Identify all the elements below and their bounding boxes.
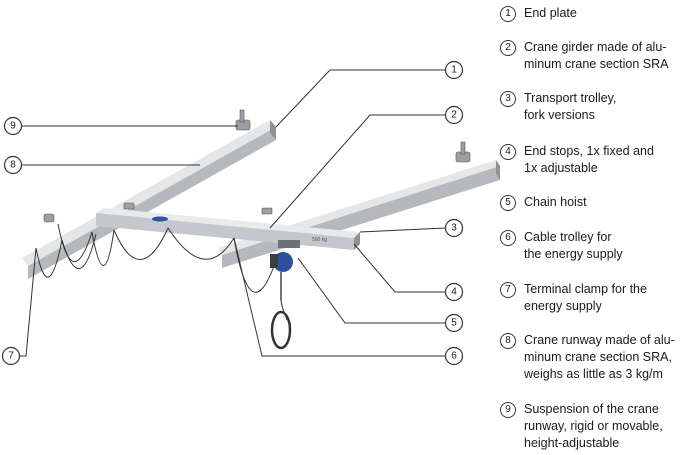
legend-item-2: 2 Crane girder made of alu- minum crane …: [500, 39, 669, 73]
svg-text:3: 3: [451, 223, 457, 234]
legend-number: 8: [500, 333, 516, 349]
legend-item-7: 7 Terminal clamp for the energy supply: [500, 281, 647, 315]
callout-1: 1: [444, 60, 464, 80]
crane-runway-left: [22, 120, 276, 279]
crane-runway-right: [218, 160, 500, 268]
svg-text:1: 1: [451, 65, 457, 76]
svg-text:6: 6: [451, 351, 457, 362]
legend-text: Chain hoist: [524, 195, 587, 209]
legend-item-9: 9 Suspension of the crane runway, rigid …: [500, 401, 663, 452]
legend-text: Suspension of the crane runway, rigid or…: [524, 402, 663, 450]
svg-text:7: 7: [8, 351, 14, 362]
legend-item-5: 5 Chain hoist: [500, 194, 587, 211]
callout-2: 2: [444, 105, 464, 125]
suspension-brackets: [43, 109, 471, 223]
callout-8: 8: [3, 155, 23, 175]
legend-number: 1: [500, 6, 516, 22]
legend-text: Transport trolley, fork versions: [524, 91, 617, 122]
legend-text: Crane runway made of alu- minum crane se…: [524, 333, 675, 381]
legend-item-3: 3 Transport trolley, fork versions: [500, 90, 616, 124]
legend-text: Terminal clamp for the energy supply: [524, 282, 647, 313]
leader-lines: [20, 69, 446, 357]
legend-item-8: 8 Crane runway made of alu- minum crane …: [500, 332, 675, 383]
svg-text:8: 8: [10, 160, 16, 171]
legend-number: 7: [500, 282, 516, 298]
legend-text: Crane girder made of alu- minum crane se…: [524, 40, 669, 71]
callout-3: 3: [444, 218, 464, 238]
callout-9: 9: [3, 116, 23, 136]
legend-number: 6: [500, 230, 516, 246]
legend-number: 2: [500, 40, 516, 56]
legend-item-6: 6 Cable trolley for the energy supply: [500, 229, 623, 263]
legend-text: End plate: [524, 6, 577, 20]
legend-item-4: 4 End stops, 1x fixed and 1x adjustable: [500, 143, 654, 177]
callout-5: 5: [444, 313, 464, 333]
legend-number: 4: [500, 144, 516, 160]
legend-number: 5: [500, 195, 516, 211]
svg-text:9: 9: [10, 121, 16, 132]
callout-4: 4: [444, 282, 464, 302]
svg-text:4: 4: [451, 287, 457, 298]
callout-7: 7: [1, 346, 21, 366]
legend-number: 3: [500, 91, 516, 107]
legend-text: End stops, 1x fixed and 1x adjustable: [524, 144, 654, 175]
energy-supply-cables: [35, 223, 275, 293]
svg-text:2: 2: [451, 110, 457, 121]
crane-girder: 500 kg: [96, 208, 360, 250]
callout-6: 6: [444, 346, 464, 366]
legend-text: Cable trolley for the energy supply: [524, 230, 623, 261]
legend-item-1: 1 End plate: [500, 5, 577, 22]
chain-hoist: [270, 240, 300, 350]
legend-number: 9: [500, 402, 516, 418]
svg-text:5: 5: [451, 318, 457, 329]
hoist-capacity-label: 500 kg: [312, 237, 327, 243]
